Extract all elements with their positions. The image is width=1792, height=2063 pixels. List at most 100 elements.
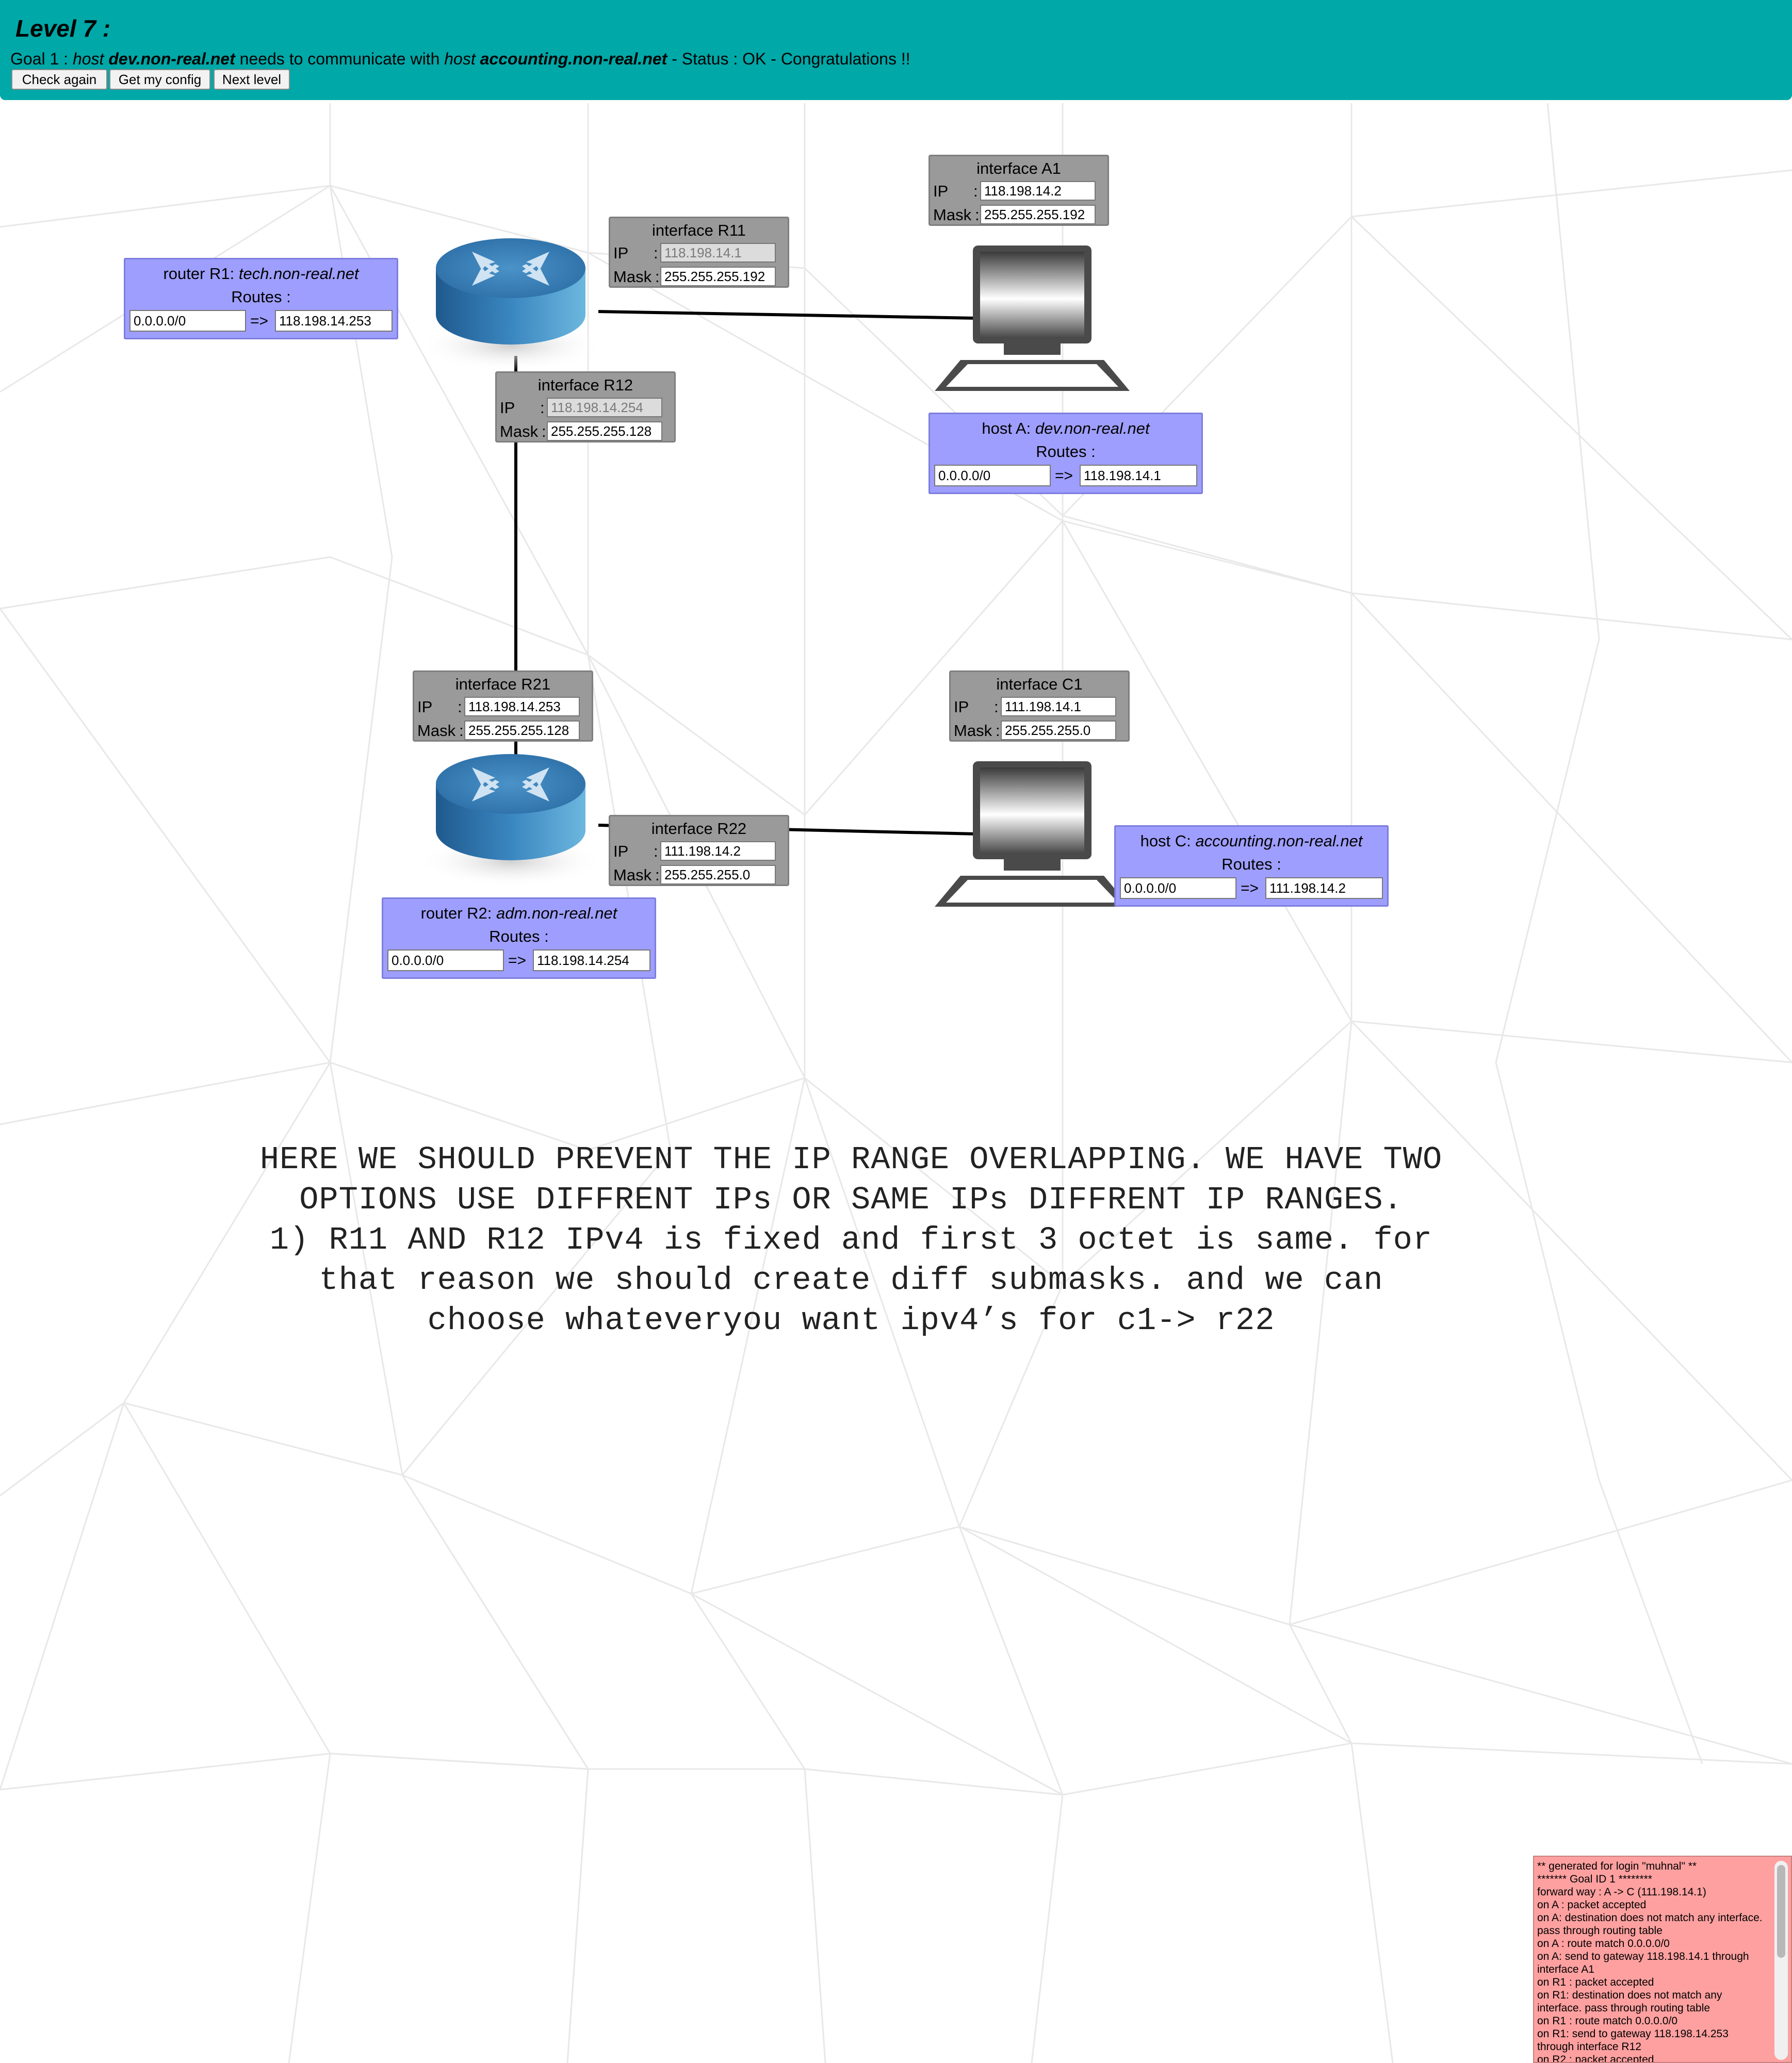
note-line: 1) R11 AND R12 IPv4 is fixed and first 3…	[269, 1222, 1433, 1258]
host-c-route-gateway-input[interactable]	[1265, 877, 1383, 899]
interface-a1-panel: interface A1 IP : Mask :	[928, 155, 1109, 226]
interface-r12-mask-input[interactable]	[547, 421, 662, 441]
host-a-computer-icon[interactable]	[928, 242, 1135, 397]
goal-host-word-1: host	[72, 50, 104, 68]
level-title: Level 7 :	[15, 15, 111, 42]
router-r2-label: router R2:	[420, 904, 497, 922]
next-level-button[interactable]: Next level	[214, 69, 290, 90]
interface-r11-mask-label: Mask	[613, 268, 652, 286]
router-r1-route-gateway-input[interactable]	[275, 310, 393, 332]
interface-a1-mask-input[interactable]	[980, 205, 1096, 224]
level-header: Level 7 : Goal 1 : host dev.non-real.net…	[0, 0, 1792, 100]
host-c-route-destination-input[interactable]	[1120, 877, 1236, 899]
host-c-label: host C:	[1140, 832, 1196, 850]
packet-trace-text: ** generated for login "muhnal" ** *****…	[1537, 1860, 1763, 2063]
colon: :	[458, 698, 462, 716]
host-a-label: host A:	[982, 419, 1035, 437]
host-a-hostname: dev.non-real.net	[1035, 419, 1150, 437]
interface-r22-title: interface R22	[651, 820, 747, 838]
host-c-computer-icon[interactable]	[928, 758, 1135, 913]
check-again-button[interactable]: Check again	[11, 69, 107, 90]
note-line: HERE WE SHOULD PREVENT THE IP RANGE OVER…	[259, 1141, 1443, 1178]
interface-r21-title: interface R21	[455, 675, 551, 693]
colon: :	[654, 244, 658, 262]
annotation-note: HERE WE SHOULD PREVENT THE IP RANGE OVER…	[217, 1140, 1486, 1341]
host-a-name: host A: dev.non-real.net	[930, 419, 1201, 438]
interface-c1-mask-label: Mask	[954, 722, 992, 740]
router-r2-panel: router R2: adm.non-real.net Routes : =>	[382, 897, 656, 979]
colon: :	[459, 722, 464, 740]
goal-middle-text: needs to communicate with	[235, 50, 445, 68]
router-r2-hostname: adm.non-real.net	[496, 904, 617, 922]
router-r1-icon[interactable]	[413, 232, 609, 376]
interface-a1-title: interface A1	[976, 159, 1061, 177]
interface-r21-mask-input[interactable]	[464, 721, 580, 740]
goal-target-host: accounting.non-real.net	[480, 50, 667, 68]
interface-r21-ip-label: IP	[417, 698, 433, 716]
interface-c1-ip-input[interactable]	[1001, 697, 1116, 716]
router-r1-label: router R1:	[163, 265, 239, 283]
interface-r11-mask-input[interactable]	[660, 267, 776, 286]
route-arrow: =>	[1241, 880, 1259, 897]
colon: :	[996, 722, 1000, 740]
router-r2-route-gateway-input[interactable]	[533, 949, 650, 971]
note-line: choose whateveryou want ipv4’s for c1-> …	[427, 1302, 1275, 1339]
interface-c1-panel: interface C1 IP : Mask :	[949, 670, 1130, 742]
colon: :	[655, 268, 660, 286]
interface-r11-ip-input	[660, 243, 776, 263]
interface-r11-panel: interface R11 IP : Mask :	[609, 217, 789, 288]
router-r2-icon[interactable]	[413, 748, 609, 892]
interface-r21-ip-input[interactable]	[464, 697, 580, 716]
interface-r12-title: interface R12	[537, 376, 633, 394]
host-c-panel: host C: accounting.non-real.net Routes :…	[1114, 825, 1389, 907]
interface-r22-ip-label: IP	[613, 842, 629, 860]
interface-r21-mask-label: Mask	[417, 722, 456, 740]
interface-r12-ip-label: IP	[500, 399, 515, 417]
router-r2-routes-label: Routes :	[489, 927, 549, 945]
interface-a1-ip-label: IP	[933, 182, 949, 200]
goal-source-host: dev.non-real.net	[108, 50, 235, 68]
colon: :	[654, 842, 658, 860]
goal-status: - Status : OK - Congratulations !!	[667, 50, 910, 68]
interface-r21-panel: interface R21 IP : Mask :	[413, 670, 593, 742]
colon: :	[994, 698, 999, 716]
packet-trace-log[interactable]: ** generated for login "muhnal" ** *****…	[1533, 1856, 1792, 2063]
host-a-route-gateway-input[interactable]	[1080, 465, 1197, 486]
interface-a1-mask-label: Mask	[933, 206, 972, 224]
router-r1-route-destination-input[interactable]	[129, 310, 246, 332]
goal-host-word-2: host	[444, 50, 476, 68]
interface-r12-mask-label: Mask	[500, 422, 539, 440]
link-r1-to-host-a	[598, 310, 978, 320]
host-c-hostname: accounting.non-real.net	[1195, 832, 1363, 850]
colon: :	[655, 866, 660, 884]
interface-r22-mask-label: Mask	[613, 866, 652, 884]
router-r2-route-destination-input[interactable]	[387, 949, 504, 971]
colon: :	[540, 399, 545, 417]
interface-c1-title: interface C1	[996, 675, 1083, 693]
goal-status-line: Goal 1 : host dev.non-real.net needs to …	[10, 50, 910, 69]
interface-c1-mask-input[interactable]	[1001, 721, 1116, 740]
router-r2-name: router R2: adm.non-real.net	[383, 904, 655, 923]
interface-r22-mask-input[interactable]	[660, 865, 776, 885]
route-arrow: =>	[250, 313, 269, 330]
interface-r22-panel: interface R22 IP : Mask :	[609, 815, 789, 886]
colon: :	[975, 206, 980, 224]
interface-r22-ip-input[interactable]	[660, 841, 776, 861]
interface-a1-ip-input[interactable]	[980, 181, 1096, 201]
interface-r12-ip-input	[547, 398, 662, 417]
interface-c1-ip-label: IP	[954, 698, 969, 716]
router-r1-routes-label: Routes :	[231, 288, 291, 306]
host-c-name: host C: accounting.non-real.net	[1116, 832, 1387, 850]
colon: :	[542, 422, 546, 440]
note-line: OPTIONS USE DIFFRENT IPs OR SAME IPs DIF…	[299, 1182, 1403, 1218]
route-arrow: =>	[1055, 467, 1073, 484]
log-scrollbar-thumb[interactable]	[1777, 1865, 1785, 1958]
host-a-route-destination-input[interactable]	[934, 465, 1051, 486]
log-scrollbar[interactable]	[1774, 1861, 1788, 2060]
interface-r12-panel: interface R12 IP : Mask :	[495, 371, 676, 443]
host-a-routes-label: Routes :	[1036, 443, 1096, 461]
get-my-config-button[interactable]: Get my config	[109, 69, 210, 90]
note-line: that reason we should create diff submas…	[319, 1262, 1383, 1299]
interface-r11-ip-label: IP	[613, 244, 629, 262]
